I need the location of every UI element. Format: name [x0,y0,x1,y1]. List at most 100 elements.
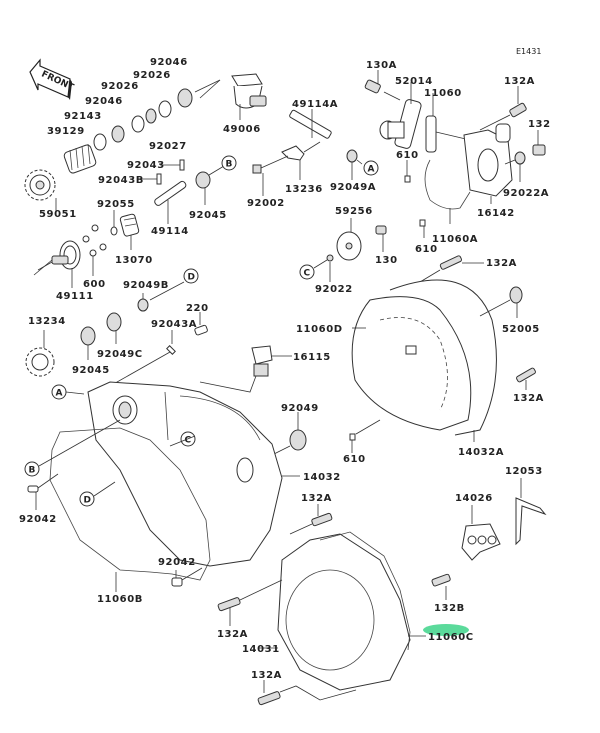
part-label-600[interactable]: 600 [83,279,106,290]
pin-610a[interactable] [404,175,411,183]
bracket-14026[interactable] [461,523,501,561]
bolt-130A[interactable] [364,79,381,94]
part-label-14026[interactable]: 14026 [455,493,493,504]
dowel-92042b[interactable] [171,577,183,587]
bearing-92045b[interactable] [80,326,96,346]
clutch-cover-14032[interactable] [87,381,283,567]
oil-cap-16115[interactable] [251,345,273,377]
washer-92022[interactable] [326,254,334,262]
washer-92026a[interactable] [131,115,145,133]
part-label-92143[interactable]: 92143 [64,111,102,122]
cover-14031[interactable] [277,533,411,691]
bolt-132A-b[interactable] [439,255,462,270]
part-label-92043[interactable]: 92043 [127,160,165,171]
part-label-92049C[interactable]: 92049C [97,349,143,360]
lever-12053[interactable] [515,497,547,546]
lever-49114A[interactable] [289,109,332,139]
part-label-49006[interactable]: 49006 [223,124,261,135]
gasket-11060[interactable] [425,115,437,153]
bolt-132A-f[interactable] [257,691,281,706]
part-label-92045[interactable]: 92045 [189,210,227,221]
part-label-92043B[interactable]: 92043B [98,175,144,186]
part-label-610[interactable]: 610 [415,244,438,255]
gear-59051[interactable] [24,169,56,201]
part-label-92027[interactable]: 92027 [149,141,187,152]
seal-92049[interactable] [289,429,307,451]
part-label-92049[interactable]: 92049 [281,403,319,414]
bolt-132A-d[interactable] [311,512,333,527]
part-label-92046[interactable]: 92046 [150,57,188,68]
bearing-92049C[interactable] [106,312,122,332]
part-label-132B[interactable]: 132B [434,603,465,614]
plug-132[interactable] [532,144,546,156]
washer-92026b[interactable] [158,100,172,118]
part-label-130A[interactable]: 130A [366,60,397,71]
pin-92043B[interactable] [156,173,162,185]
part-label-49114[interactable]: 49114 [151,226,189,237]
gear-49111[interactable] [51,240,81,270]
part-label-11060[interactable]: 11060 [424,88,462,99]
pin-610b[interactable] [419,219,426,227]
part-label-52005[interactable]: 52005 [502,324,540,335]
part-label-14031[interactable]: 14031 [242,644,280,655]
part-label-92049A[interactable]: 92049A [330,182,376,193]
bolt-132B[interactable] [431,573,451,587]
part-label-132A[interactable]: 132A [504,76,535,87]
gasket-11060D[interactable] [351,296,472,431]
part-label-132A[interactable]: 132A [251,670,282,681]
part-label-92055[interactable]: 92055 [97,199,135,210]
part-label-610[interactable]: 610 [396,150,419,161]
part-label-12053[interactable]: 12053 [505,466,543,477]
gasket-11060B[interactable] [49,427,211,581]
part-label-11060A[interactable]: 11060A [432,234,478,245]
part-label-49111[interactable]: 49111 [56,291,94,302]
dowel-92042a[interactable] [27,485,39,493]
part-label-610[interactable]: 610 [343,454,366,465]
gasket-11060C[interactable] [319,531,411,651]
part-label-92002[interactable]: 92002 [247,198,285,209]
bearing-92046b[interactable] [111,125,125,143]
bolt-220[interactable] [194,324,208,336]
part-label-11060D[interactable]: 11060D [296,324,343,335]
part-label-52014[interactable]: 52014 [395,76,433,87]
seal-92049A[interactable] [346,149,358,163]
washer-92022A[interactable] [514,151,526,165]
part-label-14032A[interactable]: 14032A [458,447,504,458]
part-label-220[interactable]: 220 [186,303,209,314]
part-label-92026[interactable]: 92026 [101,81,139,92]
part-label-92026[interactable]: 92026 [133,70,171,81]
part-label-92042[interactable]: 92042 [158,557,196,568]
part-label-132A[interactable]: 132A [301,493,332,504]
washer-92143[interactable] [93,133,107,151]
part-label-92046[interactable]: 92046 [85,96,123,107]
part-label-132A[interactable]: 132A [486,258,517,269]
spring-39129[interactable] [63,143,97,174]
bolt-132A-e[interactable] [217,597,241,612]
part-label-132[interactable]: 132 [528,119,551,130]
part-label-11060C[interactable]: 11060C [428,632,474,643]
gasket-11060A[interactable] [424,159,471,210]
washer-92027[interactable] [145,108,157,124]
part-label-92045[interactable]: 92045 [72,365,110,376]
bolt-132A-top[interactable] [509,102,527,118]
bearing-92046a[interactable] [177,88,193,108]
seal-52005[interactable] [509,286,523,304]
gear-13234[interactable] [25,347,55,377]
pin-610c[interactable] [349,433,356,441]
part-label-92022[interactable]: 92022 [315,284,353,295]
part-label-59051[interactable]: 59051 [39,209,77,220]
part-label-11060B[interactable]: 11060B [97,594,143,605]
part-label-39129[interactable]: 39129 [47,126,85,137]
part-label-59256[interactable]: 59256 [335,206,373,217]
fitting-52014[interactable] [379,99,422,150]
bracket-13236[interactable] [281,145,305,161]
part-label-92049B[interactable]: 92049B [123,280,169,291]
part-label-16142[interactable]: 16142 [477,208,515,219]
pump-cover-16142[interactable] [463,123,513,197]
part-label-92043A[interactable]: 92043A [151,319,197,330]
part-label-130[interactable]: 130 [375,255,398,266]
part-label-16115[interactable]: 16115 [293,352,331,363]
part-label-132A[interactable]: 132A [217,629,248,640]
part-label-13070[interactable]: 13070 [115,255,153,266]
bolt-132A-c[interactable] [516,367,536,383]
